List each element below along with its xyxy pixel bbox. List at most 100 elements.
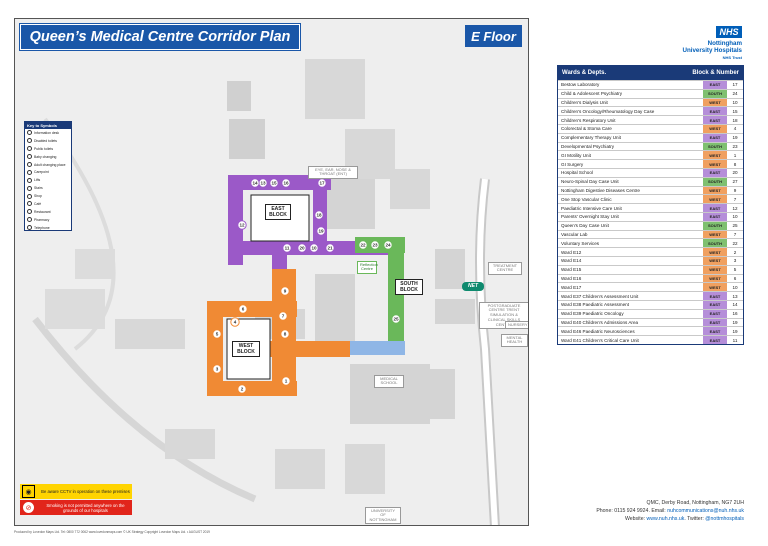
ent-label: EYE, EAR, NOSE & THROAT (ENT) [308, 166, 358, 179]
ward-name: Ward E46 Paediatric Neurosciences [561, 328, 635, 334]
key-item: Information desk [25, 129, 71, 137]
key-item: Shop [25, 192, 71, 200]
twitter-link[interactable]: @nottmhospitals [705, 515, 744, 522]
ward-name: GI Surgery [561, 161, 584, 167]
block-badge: WEST [703, 186, 727, 195]
corridor-marker-orange: 5 [212, 329, 222, 339]
ward-name: Ward E39 Paediatric Oncology [561, 311, 624, 317]
corridor-marker-purple: 21 [325, 243, 335, 253]
corridor-marker-number: 23 [372, 243, 378, 248]
corridor-number: 20 [732, 170, 738, 176]
corridor-marker-number: 4 [234, 320, 237, 325]
corridor-marker-number: 18 [316, 213, 322, 218]
ward-name: Ward E15 [561, 267, 582, 273]
corridor-marker-number: 6 [242, 307, 245, 312]
title-banner: Queen’s Medical Centre Corridor Plan [19, 23, 301, 51]
ward-name: One Stop Vascular Clinic [561, 196, 612, 202]
corridor-marker-green: 23 [370, 240, 380, 250]
corridor-marker-number: 19 [318, 229, 324, 234]
university-label: UNIVERSITY OF NOTTINGHAM [365, 507, 401, 525]
ward-name: Ward E40 Children's Admissions Area [561, 319, 639, 325]
ward-name: Voluntary Services [561, 240, 600, 246]
wards-directory: Wards & Depts. Block & Number Bestow Lab… [557, 65, 744, 345]
ward-name: Nottingham Digestive Diseases Centre [561, 187, 640, 193]
block-badge: WEST [703, 151, 727, 160]
corridor-marker-orange: 9 [280, 286, 290, 296]
block-badge: WEST [703, 248, 727, 256]
net-tram-sign: NET [462, 282, 484, 291]
block-badge: EAST [703, 327, 727, 336]
corridor-number: 14 [732, 302, 738, 308]
corridor-number: 15 [732, 108, 738, 114]
cctv-icon: ◉ [22, 485, 35, 498]
corridor-marker-number: 8 [284, 332, 287, 337]
nursery-label: NURSERY [505, 321, 528, 329]
corridor-marker-purple: 17 [317, 178, 327, 188]
ward-name: Vascular Lab [561, 231, 588, 237]
block-badge: SOUTH [703, 177, 727, 186]
stairs-icon [27, 185, 32, 191]
lift-icon [27, 177, 32, 183]
address-line: QMC, Derby Road, Nottingham, NG7 2UH [646, 500, 744, 506]
key-item-label: Carepoint [34, 170, 49, 175]
corridor-marker-green: 22 [358, 240, 368, 250]
key-item-label: Stairs [34, 186, 43, 191]
corridor-marker-number: 21 [327, 246, 333, 251]
key-item-label: Telephone [34, 225, 50, 230]
website-link[interactable]: www.nuh.nhs.uk [646, 515, 685, 522]
corridor-marker-number: 1 [285, 379, 288, 384]
block-badge: EAST [703, 309, 727, 318]
treatment-centre-label: TREATMENT CENTRE [488, 262, 522, 275]
key-item: Disabled toilets [25, 137, 71, 145]
key-item: Café [25, 200, 71, 208]
corridor-number: 6 [733, 275, 737, 281]
key-item: Pharmacy [25, 216, 71, 224]
corridor-marker-number: 9 [284, 289, 287, 294]
ward-name: Neuro-Spinal Day Case Unit [561, 179, 619, 185]
directory-row[interactable]: Nottingham Digestive Diseases Centre WEST… [558, 185, 743, 195]
corridor-marker-green: 24 [383, 240, 393, 250]
footer-credit: Produced by Lovedon Maps Ltd. Tel: 0800 … [14, 530, 210, 534]
block-badge: WEST [703, 230, 727, 239]
directory-row[interactable]: Children's Oncology/Rheumatology Day Cas… [558, 106, 743, 116]
page-title: Queen’s Medical Centre Corridor Plan [29, 29, 291, 45]
key-item: Telephone [25, 224, 71, 232]
key-item-label: Disabled toilets [34, 138, 57, 143]
corridor-marker-number: 25 [393, 317, 399, 322]
key-item: Restaurant [25, 208, 71, 216]
key-item-label: Pharmacy [34, 217, 50, 222]
corridor-marker-orange: 4 [230, 317, 240, 327]
email-link[interactable]: nuhcommunications@nuh.nhs.uk [667, 507, 744, 514]
corridor-number: 23 [732, 143, 738, 149]
